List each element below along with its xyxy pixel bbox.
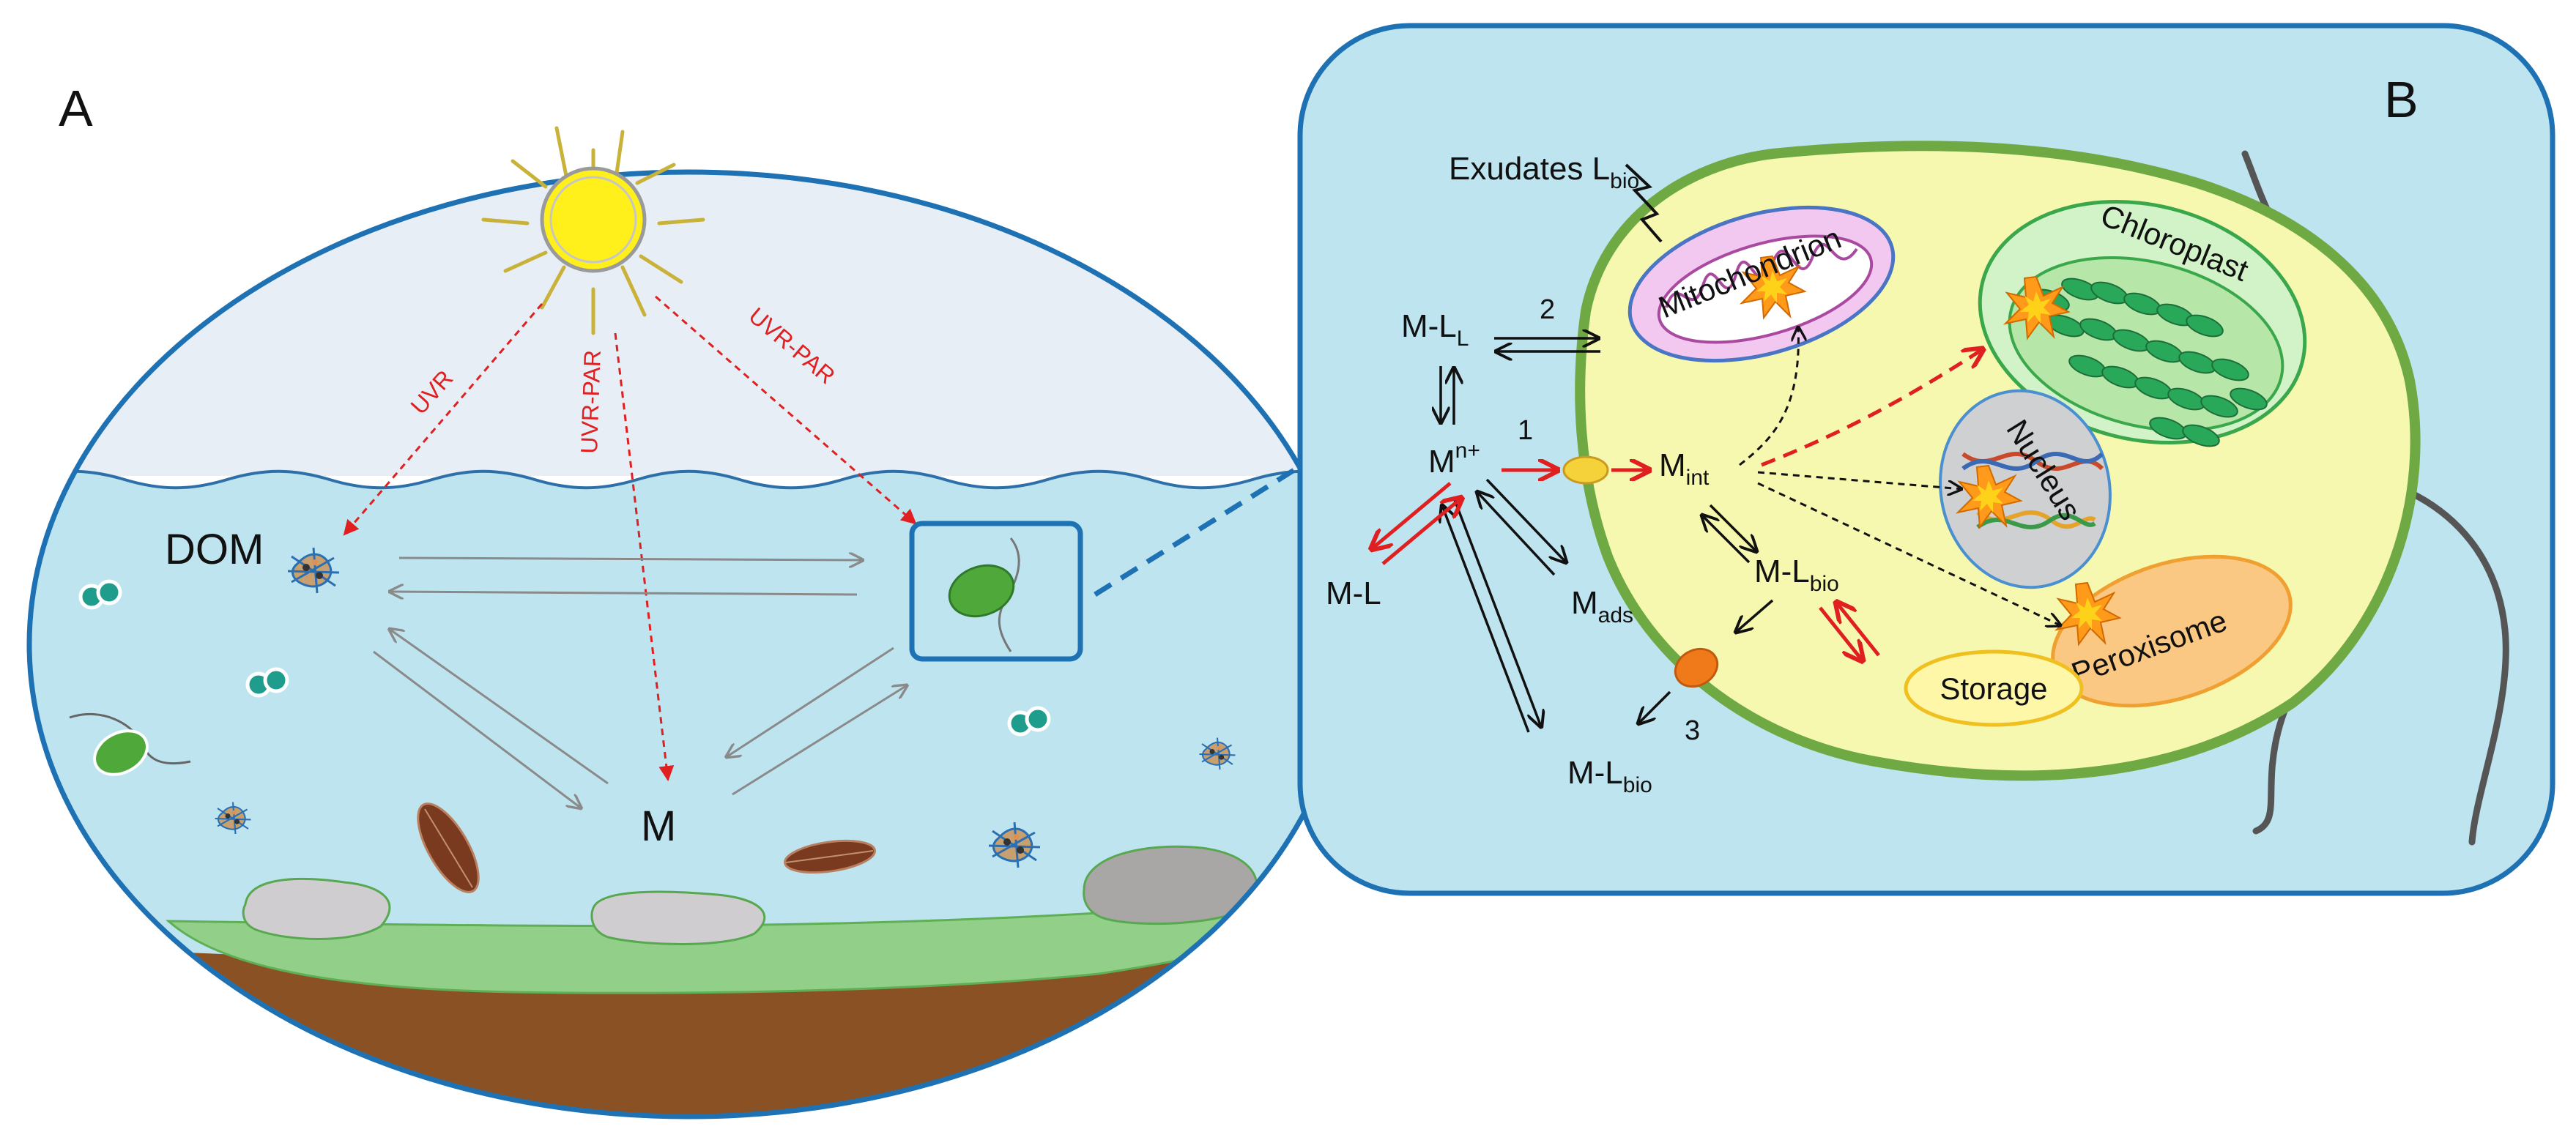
- ml-label: M-L: [1326, 575, 1381, 611]
- ml-l-label: M-LL: [1401, 308, 1469, 351]
- uvr-par-label-center: UVR-PAR: [576, 349, 606, 454]
- zoom-connector: [1094, 466, 1298, 597]
- uv-arrow-to-metal: [614, 332, 675, 782]
- route-number-2: 2: [1540, 294, 1555, 325]
- storage-label: Storage: [1940, 671, 2047, 706]
- exchange-arrows: [373, 558, 908, 809]
- panel-a-letter: A: [59, 80, 93, 137]
- red-dashed-arrow-chloroplast: [1761, 348, 1985, 467]
- mitochondrion: Mitochondrion: [1627, 205, 1896, 363]
- ml-bio-out-label: M-Lbio: [1567, 755, 1652, 797]
- algae-cell-left: [69, 713, 191, 776]
- ml-bio-in-label: M-Lbio: [1754, 554, 1839, 596]
- dashed-arrows: [1739, 326, 2062, 626]
- water-organisms: [69, 546, 1236, 893]
- route-number-1: 1: [1518, 415, 1533, 446]
- dom-label: DOM: [165, 526, 264, 573]
- panel-a-lake: UVR UVR-PAR UVR-PAR: [26, 80, 1351, 1119]
- panel-b-cell: Mitochondrion: [1297, 23, 2555, 896]
- exudate-squiggle: [1625, 163, 1663, 243]
- rock-1: [242, 877, 391, 940]
- transporter-1: [1562, 455, 1609, 485]
- mads-label: Mads: [1571, 585, 1633, 627]
- uptake-arrows: [1370, 470, 1880, 663]
- pathway-arrows: [1441, 338, 1774, 733]
- uv-arrows: [343, 295, 917, 782]
- exudates-label: Exudates Lbio: [1449, 151, 1639, 193]
- uv-arrow-to-algae: [655, 295, 917, 525]
- flagellum-2: [2402, 487, 2509, 846]
- sky: [29, 172, 1348, 476]
- storage: Storage: [1904, 649, 2084, 727]
- chloroplast: Chloroplast: [1978, 198, 2307, 447]
- peroxisome: Peroxisome: [2051, 554, 2293, 708]
- rock-2: [590, 890, 766, 945]
- panel-b-letter: B: [2384, 71, 2419, 128]
- mn-label: Mn+: [1428, 439, 1480, 480]
- zoom-algae-cell: [948, 564, 1015, 618]
- transporter-3: [1674, 647, 1719, 688]
- sun-icon: [481, 126, 705, 335]
- route-number-3: 3: [1685, 715, 1700, 746]
- uv-arrow-to-dom: [343, 303, 543, 536]
- dna-icon: [1961, 452, 2104, 529]
- mint-label: Mint: [1659, 447, 1710, 490]
- metal-label: M: [641, 802, 676, 850]
- nucleus: Nucleus: [1939, 389, 2112, 589]
